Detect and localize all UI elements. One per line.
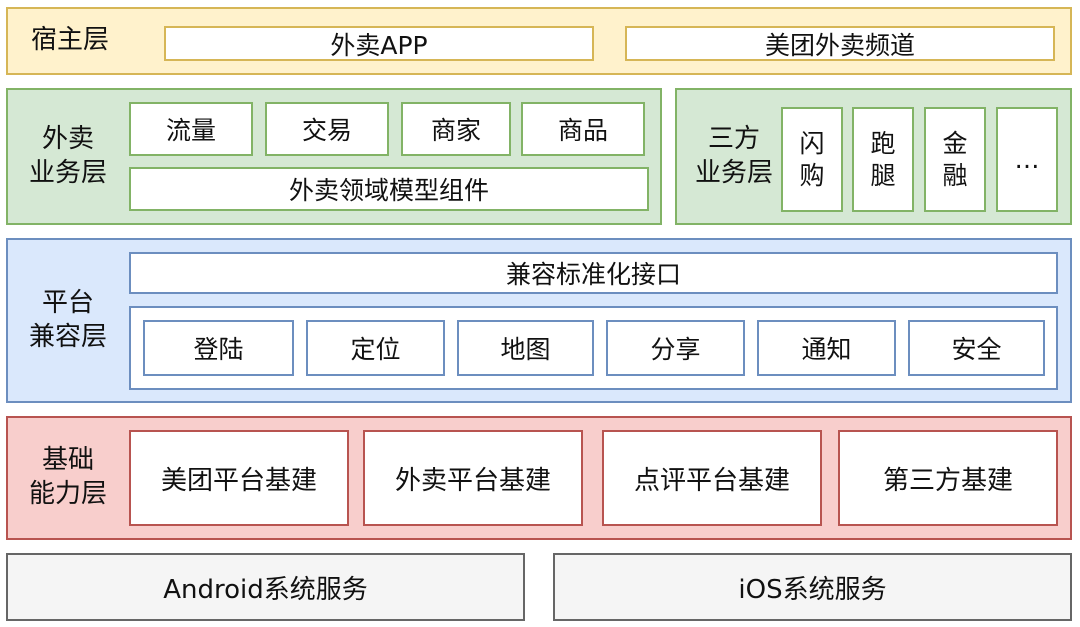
waimai-item-product: 商品 xyxy=(521,102,645,156)
ios-system-services: iOS系统服务 xyxy=(553,553,1072,621)
platform-item-map: 地图 xyxy=(457,320,594,376)
third-party-item-errand: 跑 腿 xyxy=(852,107,914,212)
third-party-item-more: … xyxy=(996,107,1058,212)
third-party-item-flash: 闪 购 xyxy=(781,107,843,212)
platform-item-login: 登陆 xyxy=(143,320,294,376)
platform-item-location: 定位 xyxy=(306,320,445,376)
platform-item-security: 安全 xyxy=(908,320,1045,376)
third-party-business-layer-label: 三方 业务层 xyxy=(694,123,773,188)
android-system-services: Android系统服务 xyxy=(6,553,525,621)
third-party-item-finance: 金 融 xyxy=(924,107,986,212)
host-layer-label: 宿主层 xyxy=(30,25,109,56)
platform-item-notify: 通知 xyxy=(757,320,896,376)
compat-interface-box: 兼容标准化接口 xyxy=(129,252,1058,294)
waimai-item-traffic: 流量 xyxy=(129,102,253,156)
platform-item-share: 分享 xyxy=(606,320,745,376)
waimai-item-merchant: 商家 xyxy=(401,102,511,156)
waimai-item-trade: 交易 xyxy=(265,102,389,156)
waimai-business-layer-label: 外卖 业务层 xyxy=(28,123,107,188)
host-channel-box: 美团外卖频道 xyxy=(625,26,1055,61)
foundation-item-waimai: 外卖平台基建 xyxy=(363,430,583,526)
platform-compat-layer-label: 平台 兼容层 xyxy=(28,287,107,352)
foundation-layer-label: 基础 能力层 xyxy=(28,445,107,509)
waimai-domain-model-box: 外卖领域模型组件 xyxy=(129,167,649,211)
foundation-item-third-party: 第三方基建 xyxy=(838,430,1058,526)
foundation-item-dianping: 点评平台基建 xyxy=(602,430,822,526)
foundation-item-meituan: 美团平台基建 xyxy=(129,430,349,526)
host-app-box: 外卖APP xyxy=(164,26,594,61)
